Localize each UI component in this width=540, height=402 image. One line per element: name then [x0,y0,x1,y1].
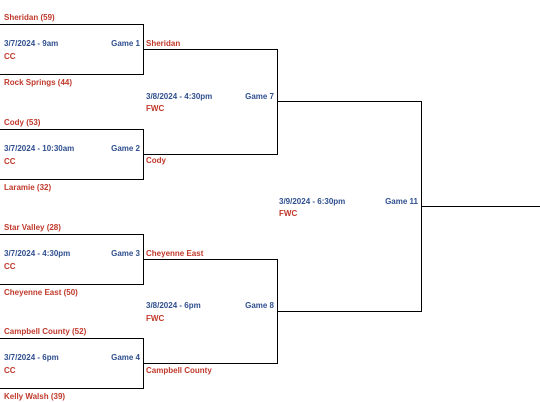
bracket-line [0,179,144,180]
team-rock-springs-seed: Rock Springs (44) [4,78,73,87]
bracket-line [0,129,144,130]
game-8-datetime: 3/8/2024 - 6pm [146,301,201,310]
game-1-label: Game 1 [111,39,140,48]
team-laramie-seed: Laramie (32) [4,183,52,192]
team-cody: Cody [146,156,166,165]
game-11-datetime: 3/9/2024 - 6:30pm [279,197,346,206]
team-cheyenne-east: Cheyenne East [146,249,204,258]
game-3-datetime: 3/7/2024 - 4:30pm [4,249,71,258]
game-7-venue: FWC [146,104,165,113]
game-7-datetime: 3/8/2024 - 4:30pm [146,92,213,101]
game-1-venue: CC [4,52,16,61]
team-cody-seed: Cody (53) [4,118,41,127]
bracket-line [0,24,144,25]
bracket-line [0,284,144,285]
team-kelly-walsh-seed: Kelly Walsh (39) [4,392,66,401]
bracket-line [143,363,278,364]
game-4-label: Game 4 [111,353,140,362]
bracket-line [277,101,422,102]
game-2-venue: CC [4,157,16,166]
game-3-label: Game 3 [111,249,140,258]
game-11-label: Game 11 [385,197,418,206]
team-cheyenne-east-seed: Cheyenne East (50) [4,288,78,297]
bracket-line [0,74,144,75]
team-campbell-county-seed: Campbell County (52) [4,327,87,336]
team-sheridan: Sheridan [146,39,181,48]
bracket-line [143,259,278,260]
game-8-venue: FWC [146,314,165,323]
game-4-datetime: 3/7/2024 - 6pm [4,353,59,362]
bracket-line [143,49,278,50]
bracket-line [0,338,144,339]
bracket-line [0,234,144,235]
game-4-venue: CC [4,366,16,375]
team-star-valley-seed: Star Valley (28) [4,223,61,232]
bracket-line [0,388,144,389]
game-8-label: Game 8 [245,301,274,310]
game-3-venue: CC [4,262,16,271]
game-2-datetime: 3/7/2024 - 10:30am [4,144,75,153]
game-7-label: Game 7 [245,92,274,101]
bracket-line [277,311,422,312]
game-11-venue: FWC [279,209,298,218]
game-2-label: Game 2 [111,144,140,153]
team-sheridan-seed: Sheridan (59) [4,13,55,22]
champion-line [421,206,540,207]
bracket-line [143,154,278,155]
bracket-line [277,49,278,155]
team-campbell-county: Campbell County [146,366,212,375]
game-1-datetime: 3/7/2024 - 9am [4,39,59,48]
